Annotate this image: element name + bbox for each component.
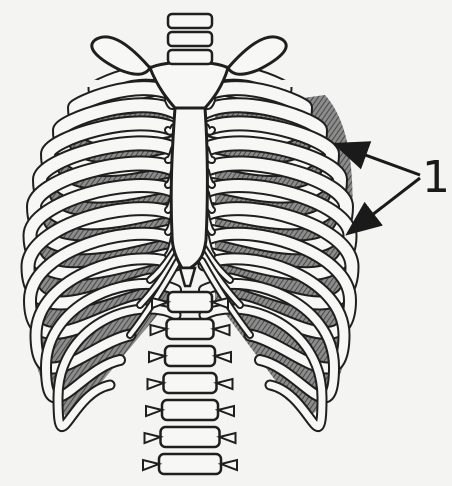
- thoracic-vertebrae-top: [168, 14, 212, 64]
- callout-label: 1: [422, 152, 450, 203]
- vertebra-6: [161, 427, 220, 447]
- vertebra-1: [168, 292, 212, 312]
- cervical-vertebra-1: [168, 14, 212, 28]
- cervical-vertebra-2: [168, 32, 212, 46]
- vertebra-3: [165, 346, 215, 366]
- vertebra-2: [167, 319, 214, 339]
- cervical-vertebra-3: [168, 50, 212, 64]
- vertebra-4: [164, 373, 217, 393]
- vertebra-5: [162, 400, 218, 420]
- sternum-body: [171, 108, 207, 268]
- vertebra-7: [159, 454, 221, 474]
